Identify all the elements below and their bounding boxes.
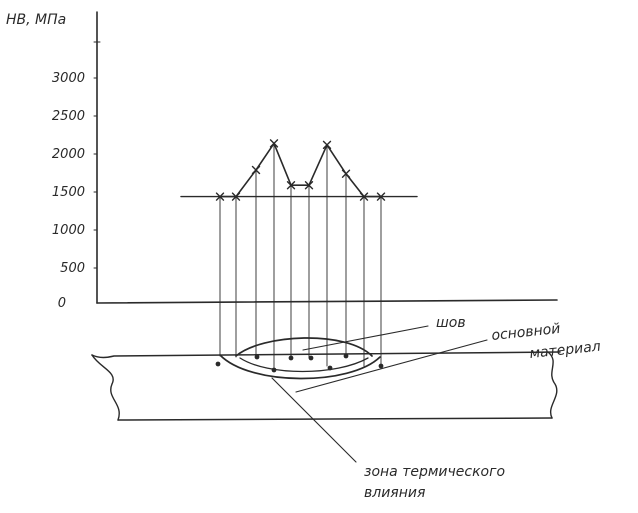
measurement-points: [215, 353, 384, 373]
weld-root-outline: [219, 354, 381, 380]
measurement-point: [215, 361, 221, 367]
hardness-point-marker: [341, 169, 351, 178]
projection-lines: [219, 142, 382, 371]
hardness-point-marker: [359, 192, 369, 201]
measurement-point: [327, 365, 333, 371]
hardness-point-marker: [286, 181, 296, 190]
measurement-point: [271, 367, 277, 373]
plate-bottom-edge: [117, 417, 553, 421]
plate-left-edge: [91, 354, 120, 421]
y-tick-label-500: 500: [60, 261, 85, 276]
y-tick-label-2000: 2000: [52, 147, 85, 162]
y-tick-label-1500: 1500: [52, 185, 85, 200]
measurement-point: [378, 363, 384, 369]
measurement-point: [254, 354, 260, 360]
haz-label-line2: влияния: [364, 485, 425, 501]
plate-top-edge: [91, 351, 561, 359]
haz-label-line1: зона термического: [364, 464, 505, 480]
weld-leader-line: [302, 325, 429, 351]
plate: [91, 351, 561, 421]
hardness-point-marker: [251, 165, 261, 175]
y-axis-label: HB, МПа: [6, 12, 66, 28]
haz-outline: [239, 357, 369, 373]
y-tick-label-0: 0: [58, 296, 66, 311]
hardness-point-marker: [215, 192, 225, 201]
base-metal-label-line2: материал: [529, 339, 602, 362]
y-tick-labels: 0 500 1000 1500 2000 2500 3000: [52, 71, 85, 311]
y-tick-label-1000: 1000: [52, 223, 85, 238]
plate-right-edge: [547, 351, 558, 419]
measurement-point: [288, 355, 294, 361]
weld-zone: [215, 337, 384, 380]
leader-lines: [271, 325, 488, 463]
base-metal-leader-line: [295, 339, 488, 393]
hardness-point-marker: [322, 140, 332, 150]
hardness-point-marker: [304, 181, 314, 190]
measurement-point: [308, 355, 314, 361]
y-tick-label-2500: 2500: [52, 109, 85, 124]
hardness-point-marker: [231, 192, 241, 201]
hardness-curve: [219, 142, 382, 198]
y-ticks: [93, 41, 101, 269]
weld-bead-outline: [235, 337, 373, 357]
y-tick-label-3000: 3000: [52, 71, 85, 86]
hardness-point-marker: [269, 139, 279, 148]
haz-leader-line: [271, 377, 357, 463]
base-metal-label-line1: основной: [491, 321, 561, 344]
hardness-series: [215, 139, 386, 201]
weld-label: шов: [436, 315, 466, 331]
hardness-point-marker: [376, 192, 386, 201]
measurement-point: [343, 353, 349, 359]
